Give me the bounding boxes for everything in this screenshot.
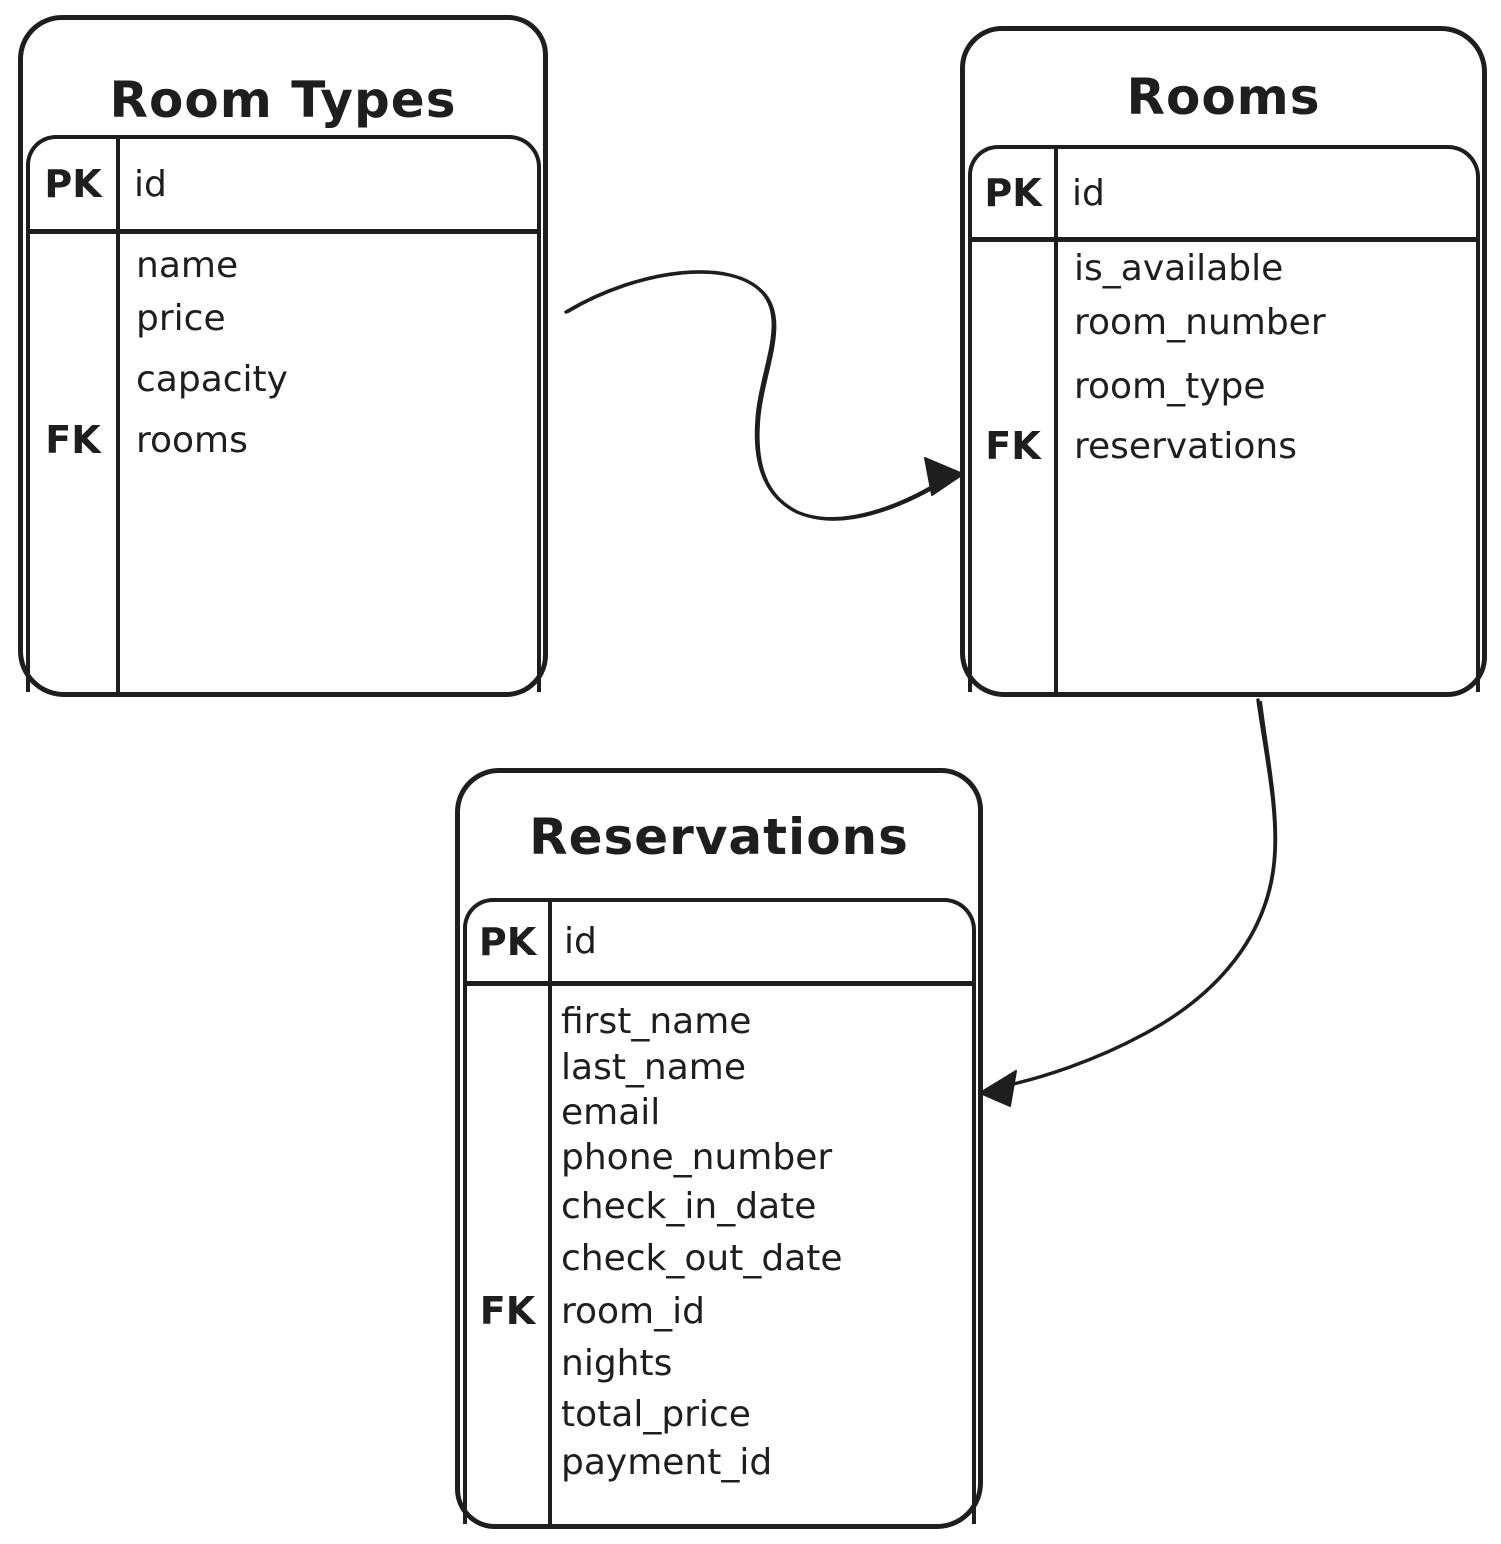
field-list: name price capacity rooms — [120, 234, 537, 692]
field-name: nights — [561, 1342, 673, 1384]
relation-arrow-roomtypes-rooms[interactable] — [564, 270, 964, 521]
field-name: is_available — [1074, 247, 1284, 289]
field-name: rooms — [136, 419, 248, 461]
entity-body: FK is_available room_number room_type re… — [972, 242, 1476, 692]
entity-title-room-types: Room Types — [109, 71, 457, 129]
entity-body: FK first_name last_name email phone_numb… — [467, 986, 972, 1524]
entity-rooms[interactable]: Rooms PK id FK is_available room_number … — [960, 26, 1487, 697]
pk-badge: PK — [467, 902, 552, 981]
field-row: total_price — [552, 1389, 972, 1439]
field-name: price — [136, 297, 226, 339]
field-row: rooms — [120, 414, 537, 466]
pk-badge: PK — [972, 149, 1058, 237]
primary-key-row: PK id — [30, 139, 537, 234]
field-name: name — [136, 244, 239, 286]
pk-badge: PK — [30, 139, 120, 229]
field-name: check_in_date — [561, 1185, 817, 1227]
field-row: name — [120, 238, 537, 292]
field-name: last_name — [561, 1046, 747, 1088]
field-row: first_name — [552, 998, 972, 1044]
field-name: payment_id — [561, 1441, 773, 1483]
key-column: FK — [467, 986, 552, 1524]
pk-field-name: id — [134, 163, 167, 205]
field-row: phone_number — [552, 1135, 972, 1180]
entity-field-grid: PK id FK name price capacity rooms — [26, 135, 541, 692]
field-row: capacity — [120, 344, 537, 414]
field-name: capacity — [136, 358, 288, 400]
entity-field-grid: PK id FK is_available room_number room_t… — [968, 145, 1480, 692]
field-row: room_number — [1058, 292, 1476, 352]
key-column: FK — [30, 234, 120, 692]
primary-key-row: PK id — [467, 902, 972, 986]
field-name: reservations — [1074, 425, 1297, 467]
entity-reservations[interactable]: Reservations PK id FK first_name last_na… — [455, 768, 983, 1529]
field-row: reservations — [1058, 420, 1476, 472]
field-row: room_id — [552, 1285, 972, 1337]
field-row: email — [552, 1090, 972, 1135]
field-row: price — [120, 292, 537, 344]
field-row: room_type — [1058, 352, 1476, 420]
field-list: first_name last_name email phone_number … — [552, 986, 972, 1524]
field-name: check_out_date — [561, 1238, 843, 1279]
field-row: nights — [552, 1337, 972, 1389]
arrowhead-icon — [979, 1070, 1017, 1107]
field-name: first_name — [561, 1000, 752, 1042]
key-column: FK — [972, 242, 1058, 692]
pk-field-name: id — [1072, 172, 1105, 214]
field-list: is_available room_number room_type reser… — [1058, 242, 1476, 692]
field-row: check_in_date — [552, 1180, 972, 1232]
field-name: room_type — [1074, 365, 1266, 407]
field-name: total_price — [561, 1393, 751, 1435]
fk-badge: FK — [479, 1289, 536, 1333]
entity-title-rooms: Rooms — [1126, 68, 1321, 126]
field-name: room_number — [1074, 301, 1326, 343]
fk-badge: FK — [45, 418, 101, 462]
field-row: payment_id — [552, 1439, 972, 1485]
field-name: email — [561, 1092, 661, 1133]
field-row: last_name — [552, 1044, 972, 1090]
pk-field-name: id — [564, 921, 597, 962]
entity-field-grid: PK id FK first_name last_name email phon… — [463, 898, 976, 1524]
fk-badge: FK — [985, 424, 1041, 468]
arrowhead-icon — [924, 457, 964, 496]
field-name: phone_number — [561, 1137, 833, 1178]
entity-title-reservations: Reservations — [529, 808, 909, 866]
field-row: check_out_date — [552, 1232, 972, 1285]
field-name: room_id — [561, 1290, 705, 1332]
entity-body: FK name price capacity rooms — [30, 234, 537, 692]
entity-room-types[interactable]: Room Types PK id FK name price capacity … — [18, 15, 548, 697]
primary-key-row: PK id — [972, 149, 1476, 242]
relation-arrow-rooms-reservations[interactable] — [979, 698, 1278, 1107]
field-row: is_available — [1058, 244, 1476, 292]
